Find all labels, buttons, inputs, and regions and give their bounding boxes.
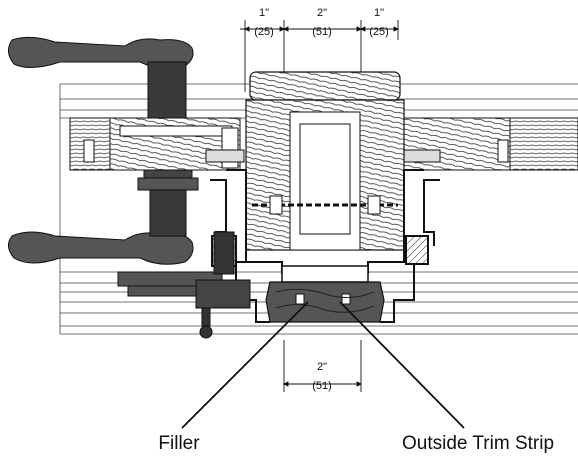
dim-top-center-mm: (51) bbox=[312, 26, 332, 38]
leader-lines bbox=[181, 301, 465, 429]
left-sash bbox=[69, 117, 245, 171]
right-frame-profile bbox=[367, 169, 440, 323]
dim-top-center-inch: 2" bbox=[317, 7, 327, 19]
dim-bottom-inch: 2" bbox=[317, 361, 327, 373]
callout-outside-trim-strip: Outside Trim Strip bbox=[402, 433, 554, 454]
dim-top-left-inch: 1" bbox=[259, 7, 269, 19]
filler-block bbox=[265, 265, 385, 323]
dim-top-left-mm: (25) bbox=[254, 26, 274, 38]
dim-bottom-mm: (51) bbox=[312, 380, 332, 392]
right-sash bbox=[397, 117, 578, 171]
callout-filler: Filler bbox=[158, 433, 200, 454]
mullion-block bbox=[245, 71, 405, 251]
lower-hardware bbox=[117, 231, 251, 339]
top-dimension bbox=[240, 20, 400, 92]
bottom-dimension bbox=[282, 340, 363, 392]
dim-top-right-inch: 1" bbox=[374, 7, 384, 19]
dim-top-right-mm: (25) bbox=[369, 26, 389, 38]
